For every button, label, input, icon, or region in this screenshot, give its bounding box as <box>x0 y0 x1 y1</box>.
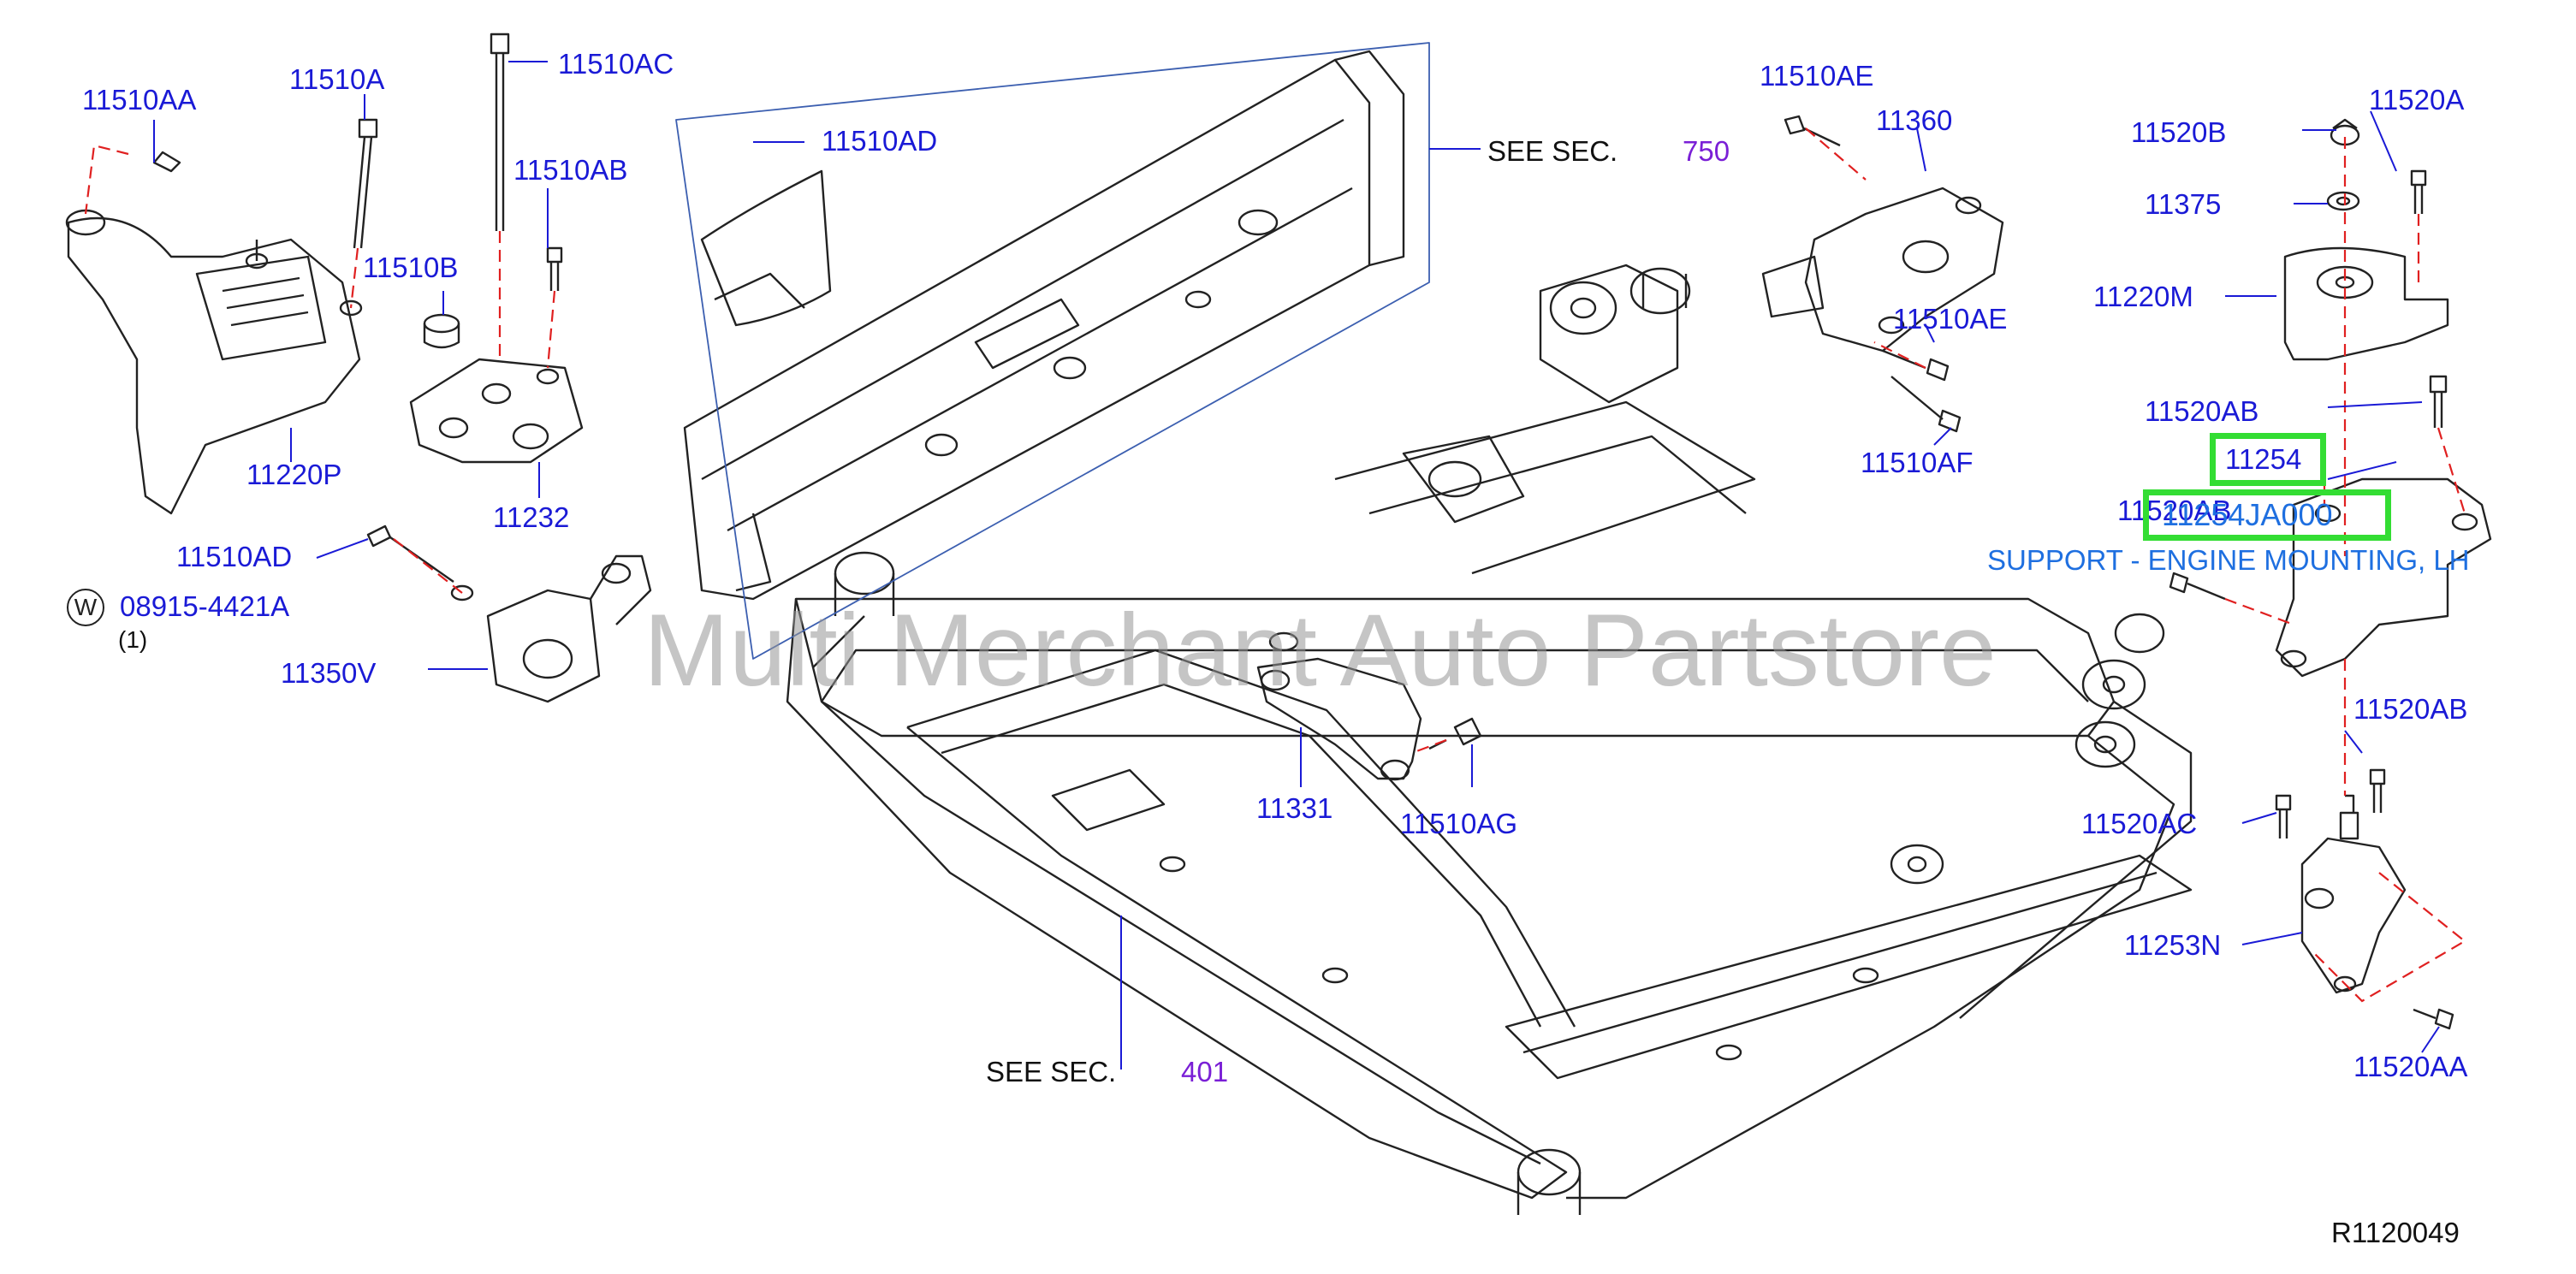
label-11510AF[interactable]: 11510AF <box>1861 447 1974 478</box>
label-11510AC[interactable]: 11510AC <box>558 48 674 80</box>
highlight-part-number[interactable]: 11254JA000 <box>2162 497 2333 532</box>
label-11232[interactable]: 11232 <box>493 501 570 533</box>
label-11510AB[interactable]: 11510AB <box>513 154 628 186</box>
label-11510B[interactable]: 11510B <box>363 252 459 283</box>
label-08915-4421A[interactable]: 08915-4421A <box>120 590 290 622</box>
label-11350V[interactable]: 11350V <box>281 657 377 689</box>
label-11510A[interactable]: 11510A <box>289 63 385 95</box>
washer-symbol: W <box>67 589 104 626</box>
label-11510AG[interactable]: 11510AG <box>1400 808 1517 839</box>
bolts-left-drawing <box>152 33 563 601</box>
diagram-code: R1120049 <box>2331 1217 2460 1248</box>
torque-rod-11331-drawing <box>1256 657 1482 781</box>
highlight-box-11254 <box>2210 433 2326 486</box>
label-11520AB-top[interactable]: 11520AB <box>2145 395 2259 427</box>
label-11510AA[interactable]: 11510AA <box>82 84 197 116</box>
label-11360[interactable]: 11360 <box>1876 104 1953 136</box>
label-11220M[interactable]: 11220M <box>2093 281 2193 312</box>
label-11510AE-top[interactable]: 11510AE <box>1760 60 1874 92</box>
mount-11350v-drawing <box>486 554 652 703</box>
leader-lines <box>153 61 2440 1070</box>
support-11254-drawing <box>2169 375 2492 678</box>
label-11520B[interactable]: 11520B <box>2131 116 2227 148</box>
label-11253N[interactable]: 11253N <box>2124 929 2222 961</box>
label-11520AB-low[interactable]: 11520AB <box>2353 693 2468 725</box>
front-crossmember-drawing <box>786 264 2193 1215</box>
quantity-08915: (1) <box>118 626 148 653</box>
label-11520A[interactable]: 11520A <box>2369 84 2465 116</box>
highlight-box-part-number <box>2143 489 2391 541</box>
engine-mount-11220m-drawing <box>2283 118 2449 361</box>
bracket-11253n-drawing <box>2275 768 2454 1030</box>
assembly-lines <box>84 127 2466 1003</box>
label-11220P[interactable]: 11220P <box>246 459 342 490</box>
engine-mount-11220p-drawing <box>65 209 363 515</box>
label-11510AE-mid[interactable]: 11510AE <box>1893 303 2008 335</box>
label-11375[interactable]: 11375 <box>2145 188 2222 220</box>
label-11520AC[interactable]: 11520AC <box>2081 808 2198 839</box>
bracket-11360-drawing <box>1761 115 2004 433</box>
label-11520AA[interactable]: 11520AA <box>2353 1051 2468 1082</box>
cap-11510b-drawing <box>423 313 460 349</box>
side-member-drawing <box>683 50 1405 601</box>
label-11254[interactable]: 11254 <box>2225 443 2302 475</box>
section-750-link[interactable]: 750 <box>1683 135 1730 167</box>
see-sec-bottom: SEE SEC. <box>986 1056 1117 1087</box>
see-sec-top: SEE SEC. <box>1487 135 1618 167</box>
side-member-boundary <box>675 42 1430 660</box>
section-401-link[interactable]: 401 <box>1181 1056 1229 1087</box>
label-11520AB-mid[interactable]: 11520AB <box>2117 495 2232 526</box>
label-11510AD-top[interactable]: 11510AD <box>822 125 938 157</box>
highlight-description: SUPPORT - ENGINE MOUNTING, LH <box>1987 544 2470 576</box>
label-11331[interactable]: 11331 <box>1256 792 1333 824</box>
label-11510AD-left[interactable]: 11510AD <box>176 541 293 572</box>
bracket-11232-drawing <box>409 358 584 464</box>
